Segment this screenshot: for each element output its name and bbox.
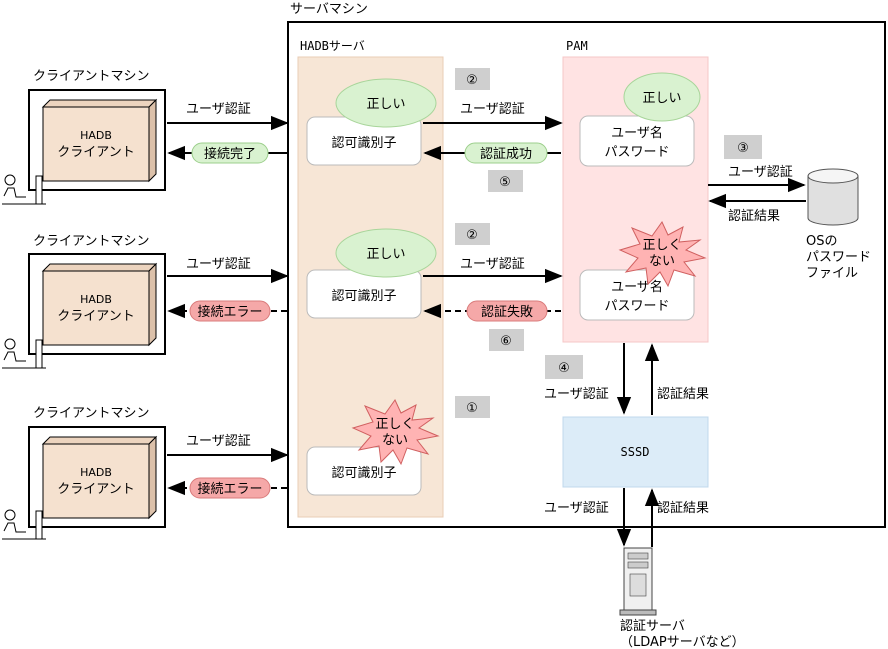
user-auth-label-2: ユーザ認証 [460,101,525,117]
sssd-box [562,416,709,488]
os-password-file-label: OSの [806,234,838,249]
step-badge-6 [489,329,524,351]
step-badge-1 [455,396,490,418]
hadb-client-box-2 [42,270,150,346]
user-auth-label-3: ユーザ認証 [728,164,793,180]
server-tower-icon [619,547,657,616]
auth-failure-pill [466,300,548,322]
hadb-client-label: HADB [80,293,112,306]
hadb-client-box-1 [42,106,150,182]
auth-id-label-3: 認可識別子 [331,465,396,481]
hadb-client-label: クライアント [57,145,134,160]
auth-id-label-1: 認可識別子 [331,135,396,151]
user-auth-label-7: ユーザ認証 [186,433,251,449]
auth-success-label: 認証成功 [480,146,532,162]
incorrect-label-1: ない [649,254,675,269]
connection-error-pill-2 [189,477,271,499]
incorrect-label-2: ない [382,433,408,448]
username-label: ユーザ名 [611,279,663,295]
correct-label-3: 正しい [366,247,405,262]
user-auth-label-4: ユーザ認証 [186,256,251,272]
step-number-1: ① [466,401,478,416]
auth-result-label-1: 認証結果 [728,208,780,224]
connection-error-label-2: 接続エラー [197,481,262,497]
auth-failure-label: 認証失敗 [481,304,533,320]
incorrect-burst-2 [351,399,440,466]
hadb-client-label: クライアント [57,482,134,497]
step-badge-5 [488,170,523,192]
incorrect-label-1: 正しく [642,238,681,253]
connection-error-label-1: 接続エラー [197,304,262,320]
auth-success-pill [464,142,548,164]
user-at-pc-icon [2,509,46,540]
username-password-box-1 [579,115,695,167]
user-auth-label-5: ユーザ認証 [460,256,525,272]
client-machine-title-2: クライアントマシン [33,234,149,249]
correct-ellipse-3 [335,228,437,278]
hadb-client-label: HADB [80,466,112,479]
user-auth-label-1: ユーザ認証 [186,101,251,117]
user-auth-label-8: ユーザ認証 [544,500,609,516]
database-icon [807,168,859,226]
step-number-3: ③ [737,141,749,156]
step-badge-2b [455,223,490,245]
step-badge-4 [545,355,583,379]
os-password-file-label: パスワード [806,250,871,265]
password-label: パスワード [604,299,669,314]
correct-ellipse-2 [623,72,701,122]
hadb-client-label: クライアント [57,309,134,324]
connection-complete-label: 接続完了 [204,146,256,162]
pam-title: PAM [566,39,588,53]
step-number-2b: ② [466,228,478,243]
connection-complete-pill [191,142,269,164]
correct-ellipse-1 [335,78,437,128]
user-at-pc-icon [2,174,46,205]
user-auth-label-6: ユーザ認証 [544,386,609,402]
correct-label-1: 正しい [366,97,405,112]
incorrect-label-2: 正しく [375,417,414,432]
username-label: ユーザ名 [611,125,663,141]
client-machine-title-3: クライアントマシン [33,406,149,421]
client-machine-title-1: クライアントマシン [33,69,149,84]
hadb-client-label: HADB [80,129,112,142]
auth-id-label-2: 認可識別子 [331,288,396,304]
auth-result-label-2: 認証結果 [657,386,709,402]
password-label: パスワード [604,145,669,160]
connection-error-pill-1 [189,300,271,322]
step-badge-2a [455,68,490,90]
auth-result-label-3: 認証結果 [657,500,709,516]
incorrect-burst-1 [618,221,707,288]
hadb-server-title: HADBサーバ [300,39,365,53]
server-machine-title: サーバマシン [290,2,368,17]
sssd-label: SSSD [621,445,650,459]
hadb-client-box-3 [42,443,150,519]
step-number-5: ⑤ [499,175,511,190]
user-at-pc-icon [2,338,46,369]
auth-server-label: 認証サーバ [620,618,685,634]
step-number-4: ④ [558,361,570,376]
step-number-6: ⑥ [500,334,512,349]
correct-label-2: 正しい [642,91,681,106]
step-badge-3 [724,135,762,159]
auth-server-label: （LDAPサーバなど） [620,635,745,649]
step-number-2a: ② [466,73,478,88]
os-password-file-label: ファイル [806,266,858,281]
